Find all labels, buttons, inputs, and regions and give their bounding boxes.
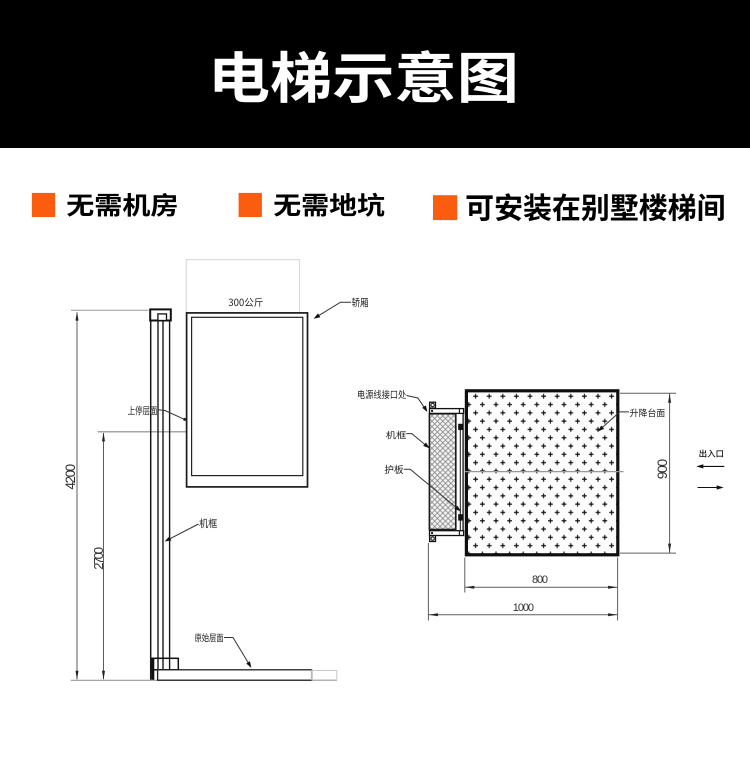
- svg-text:4200: 4200: [63, 464, 78, 490]
- svg-text:800: 800: [532, 574, 548, 586]
- svg-text:2700: 2700: [91, 547, 106, 570]
- svg-text:900: 900: [654, 459, 670, 480]
- svg-text:1000: 1000: [513, 602, 534, 614]
